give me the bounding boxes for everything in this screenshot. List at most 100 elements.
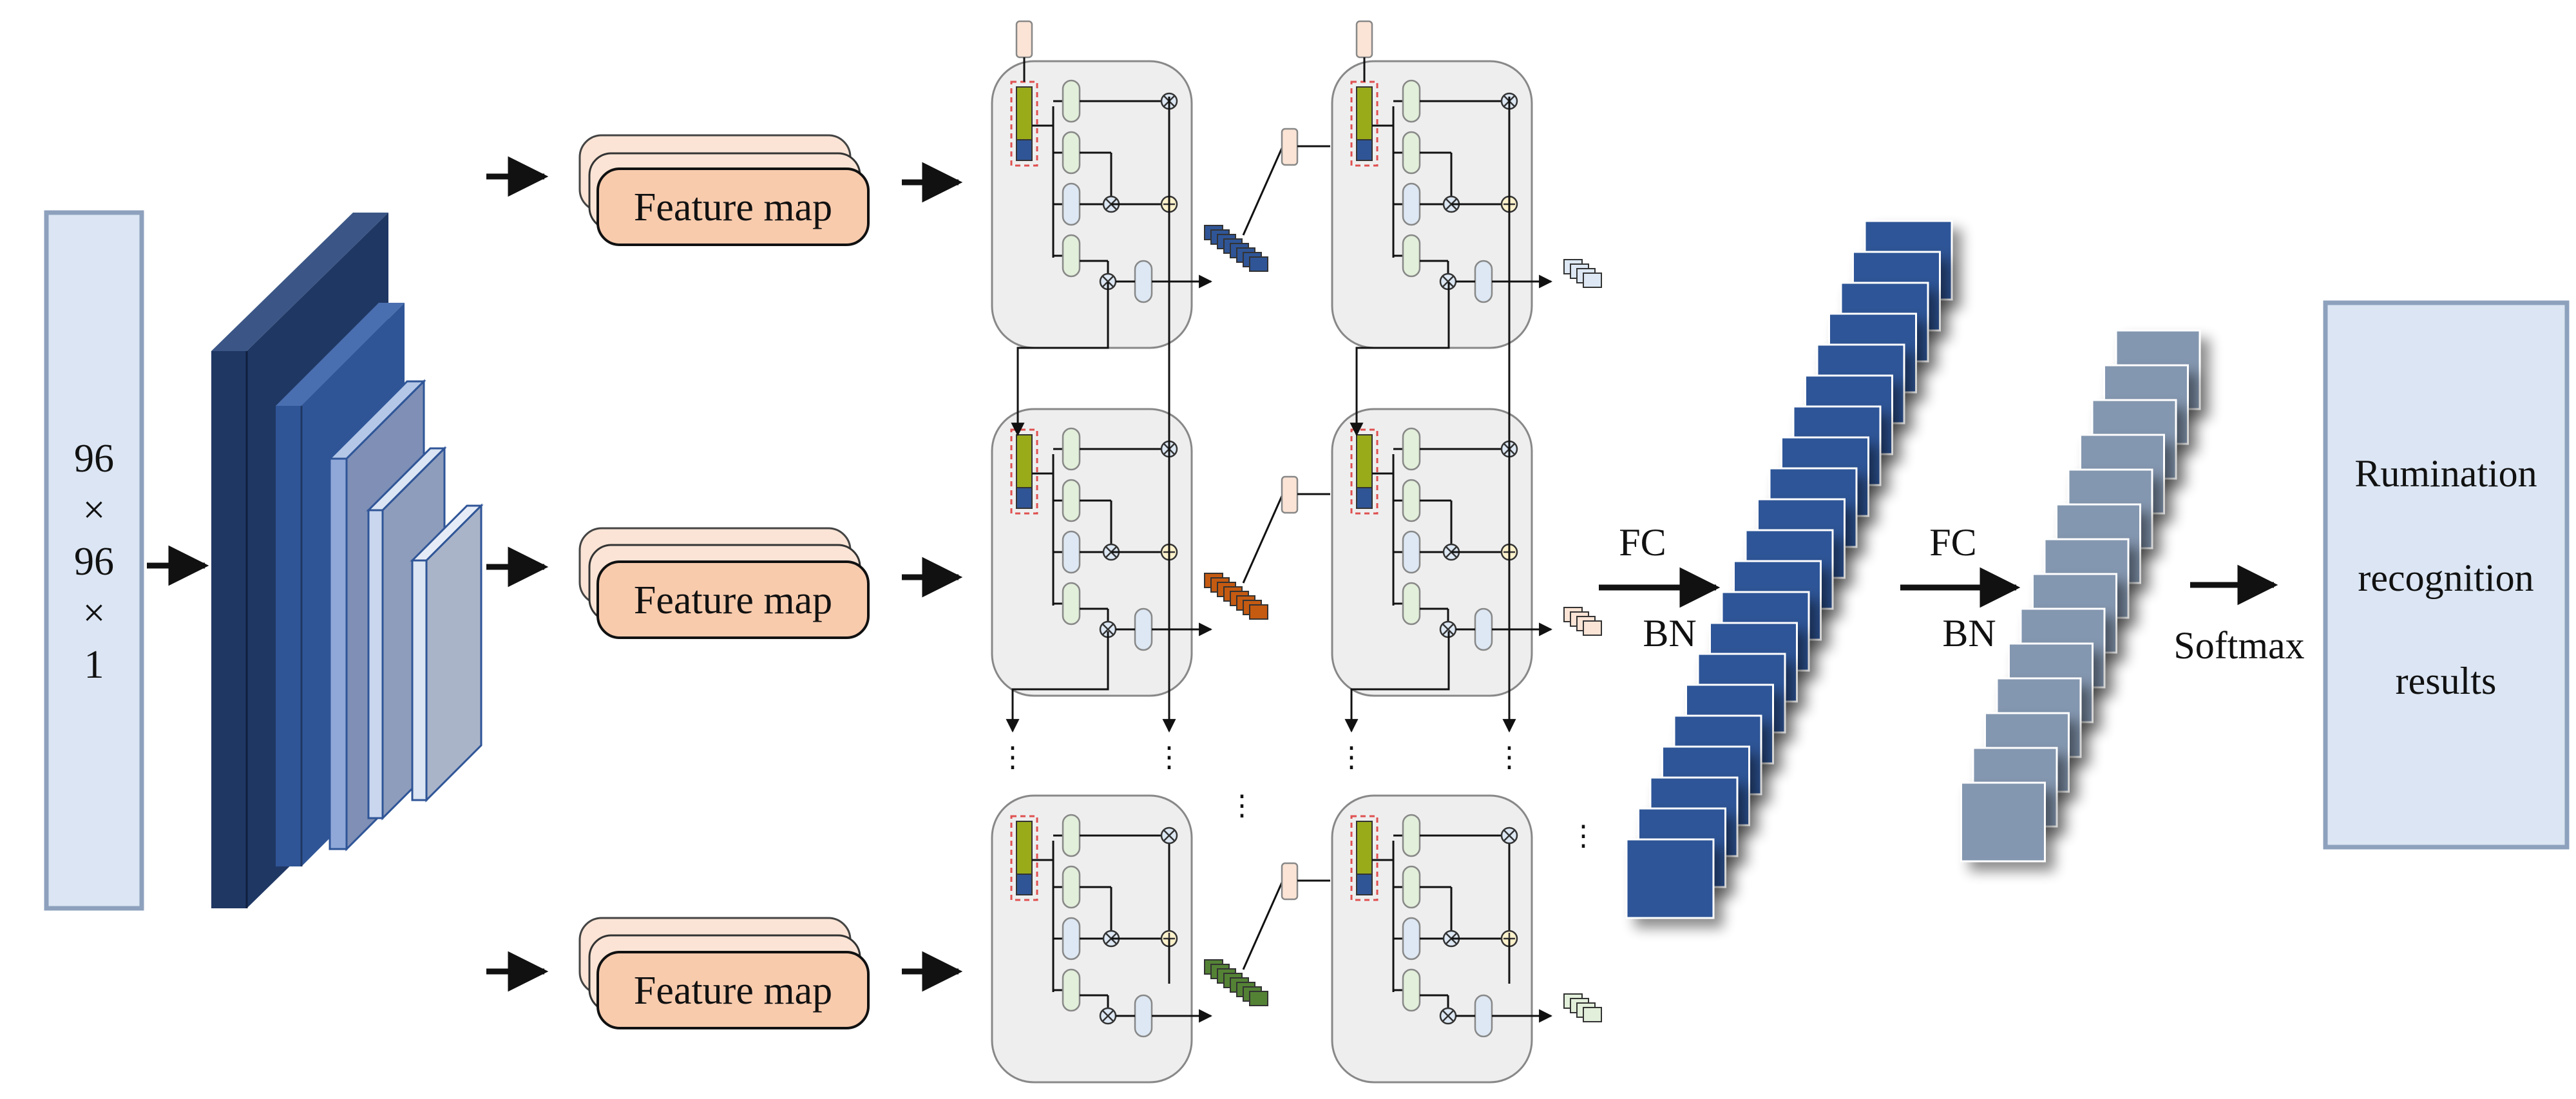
hidden-state-token [1204,573,1268,620]
output-gate-block [1134,607,1153,651]
ellipsis-icon: ⋮ [998,741,1027,773]
gate-block [1062,968,1081,1012]
gate-block [1402,79,1421,123]
bn-label: BN [1643,612,1696,655]
fc-bn-2: FC BN [1900,521,2021,655]
hidden-state-token [1563,993,1602,1022]
input-token [1281,475,1299,514]
gate-block [1062,582,1081,626]
gate-block [1402,917,1421,960]
hidden-state-token [1563,259,1602,288]
hidden-state-token [1563,607,1602,636]
input-token [1281,128,1299,166]
lstm-cell [991,20,1330,349]
ellipsis-icon: ⋮ [1569,820,1598,852]
gate-block [1402,968,1421,1012]
input-bar-base [1016,139,1033,161]
fc2-feature-stack [1960,329,2201,863]
input-gate-bar [1356,434,1373,488]
ellipsis-icon: ⋮ [1228,790,1256,821]
output-line-3: results [2396,660,2497,702]
output-block: Rumination recognition results [2323,300,2570,850]
gate-block [1402,479,1421,522]
output-box [2323,300,2570,850]
softmax-step: Softmax [2173,564,2305,667]
fc1-feature-stack [1625,220,1953,919]
feature-map-label: Feature map [634,969,832,1013]
input-bar-base [1356,874,1373,895]
hidden-state-token [1204,225,1268,272]
feature-map-1: Feature map [578,134,870,246]
gate-block [1062,131,1081,175]
gate-block [1402,582,1421,626]
lstm-cell [991,408,1330,697]
input-dim-x2: × [83,591,106,635]
hidden-state-token [1204,959,1268,1006]
gate-block [1402,865,1421,909]
lstm-cell [1331,408,1602,697]
fc-label: FC [1619,521,1666,564]
input-block: 96 × 96 × 1 [44,210,144,911]
gate-block [1062,814,1081,857]
bn-label: BN [1942,612,1996,655]
gate-block [1062,182,1081,226]
lstm-cell [991,794,1330,1084]
cell-connections [1006,97,1516,733]
gate-block [1402,131,1421,175]
feature-map-label: Feature map [634,186,832,229]
output-gate-block [1134,260,1153,303]
gate-block [1402,814,1421,857]
output-gate-block [1474,260,1493,303]
input-gate-bar [1016,821,1033,875]
input-dim-1: 96 [74,437,114,481]
lstm-cell-grid [991,20,1602,1084]
conv-stack [211,213,484,908]
gate-block [1402,530,1421,574]
input-dim-3: 1 [84,643,104,687]
ellipsis-icon: ⋮ [1337,741,1366,773]
gate-block [1062,479,1081,522]
gate-block [1062,79,1081,123]
gate-block [1062,865,1081,909]
input-frame [1350,428,1379,515]
input-dim-x1: × [83,488,106,532]
feature-map-2: Feature map [578,527,870,639]
input-bar-base [1356,139,1373,161]
input-dim-2: 96 [74,540,114,584]
input-gate-bar [1356,821,1373,875]
input-frame [1010,815,1038,901]
output-line-2: recognition [2358,557,2533,599]
ellipsis-icon: ⋮ [1495,741,1523,773]
feature-map-label: Feature map [634,578,832,622]
input-bar-base [1016,874,1033,895]
input-gate-bar [1016,86,1033,140]
ellipsis-icon: ⋮ [1155,741,1183,773]
input-bar-base [1356,487,1373,509]
input-gate-bar [1016,434,1033,488]
output-gate-block [1474,994,1493,1038]
fc-label: FC [1929,521,1976,564]
input-gate-bar [1356,86,1373,140]
fc2-block [1960,781,2046,863]
lstm-cell [1331,20,1602,349]
input-frame [1350,815,1379,901]
lstm-cell [1331,794,1602,1084]
input-bar-base [1016,487,1033,509]
softmax-label: Softmax [2173,624,2304,667]
output-gate-block [1474,607,1493,651]
gate-block [1062,917,1081,960]
feature-map-3: Feature map [578,917,870,1029]
input-token [1281,862,1299,901]
gate-block [1402,234,1421,278]
output-gate-block [1134,994,1153,1038]
output-line-1: Rumination [2354,452,2537,495]
gate-block [1062,234,1081,278]
fc1-block [1625,838,1715,919]
input-token [1355,20,1373,59]
gate-block [1062,530,1081,574]
input-token [1015,20,1033,59]
input-box [44,210,144,911]
fc-bn-1: FC BN [1599,521,1721,655]
gate-block [1402,427,1421,471]
